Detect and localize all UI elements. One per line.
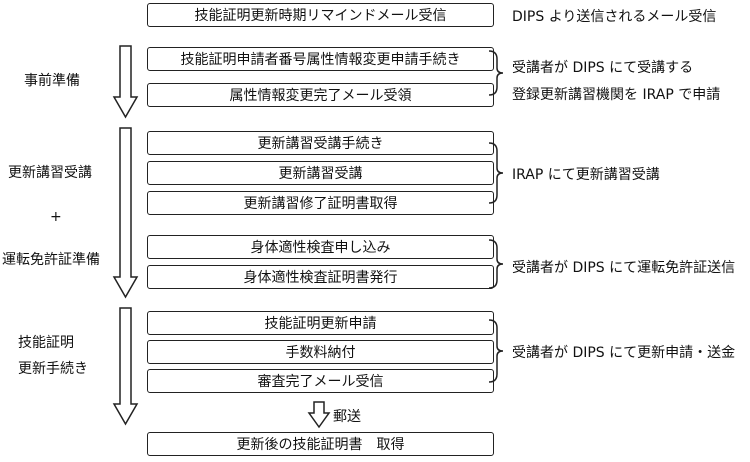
step-change-request: 技能証明申請者番号属性情報変更申請手続き (147, 47, 494, 71)
note-course: IRAP にて更新講習受講 (512, 167, 660, 183)
phase-course-line1: 更新講習受講 (8, 165, 92, 181)
note-reminder: DIPS より送信されるメール受信 (512, 9, 717, 25)
step-change-complete: 属性情報変更完了メール受領 (147, 83, 494, 107)
step-physical-apply: 身体適性検査申し込み (147, 235, 494, 259)
phase-arrow-renewal (112, 307, 139, 426)
step-physical-certificate: 身体適性検査証明書発行 (147, 265, 494, 289)
step-course-certificate: 更新講習修了証明書取得 (147, 191, 494, 215)
phase-arrow-preparation (112, 45, 139, 119)
note-prep-line1: 受講者が DIPS にて受講する (512, 60, 694, 76)
phase-renewal-line1: 技能証明 (18, 335, 74, 351)
step-fee-payment: 手数料納付 (147, 340, 494, 364)
mail-arrow (307, 401, 331, 429)
phase-course-plus: + (50, 209, 62, 225)
phase-preparation: 事前準備 (24, 73, 80, 89)
step-course-procedure: 更新講習受講手続き (147, 131, 494, 155)
step-final: 更新後の技能証明書 取得 (147, 432, 494, 456)
phase-arrow-course (112, 127, 139, 299)
phase-course-line2: 運転免許証準備 (2, 252, 100, 268)
note-license: 受講者が DIPS にて運転免許証送信 (512, 260, 736, 276)
phase-renewal-line2: 更新手続き (18, 361, 88, 377)
mail-label: 郵送 (333, 409, 361, 425)
step-reminder: 技能証明更新時期リマインドメール受信 (147, 3, 494, 27)
step-review-complete: 審査完了メール受信 (147, 369, 494, 393)
note-prep-line2: 登録更新講習機関を IRAP で申請 (512, 87, 721, 103)
step-renewal-apply: 技能証明更新申請 (147, 311, 494, 335)
note-renewal: 受講者が DIPS にて更新申請・送金 (512, 345, 736, 361)
step-course-attend: 更新講習受講 (147, 161, 494, 185)
